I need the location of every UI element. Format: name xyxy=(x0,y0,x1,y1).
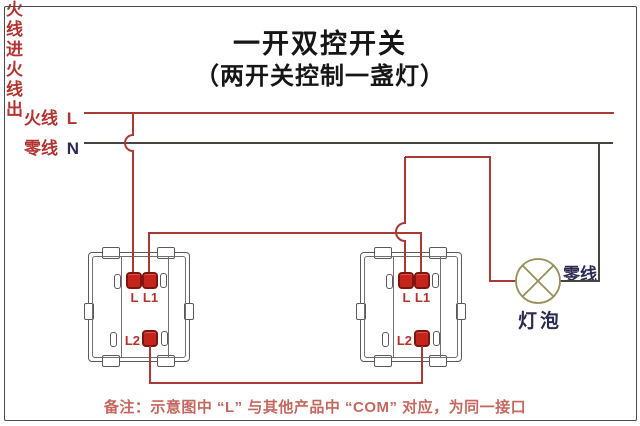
footnote: 备注：示意图中 “L” 与其他产品中 “COM” 对应，为同一接口 xyxy=(103,399,527,416)
neutral-wire-symbol: N xyxy=(66,139,80,158)
terminal-L2-label: L2 xyxy=(396,333,412,348)
title-line-2: （两开关控制一盏灯） xyxy=(195,63,445,90)
side-notch xyxy=(184,303,194,320)
side-notch xyxy=(456,303,466,320)
module-divider xyxy=(168,257,169,357)
module-divider xyxy=(121,257,122,357)
live-in-label: 火线进 xyxy=(3,0,22,60)
side-notch xyxy=(356,303,366,320)
switch-1: L L1 L2 xyxy=(84,247,194,367)
terminal-L1 xyxy=(414,272,430,289)
mounting-ear xyxy=(102,355,120,367)
screw-slot xyxy=(160,273,167,288)
lamp-icon xyxy=(515,258,561,304)
screw-slot xyxy=(432,273,439,288)
terminal-L1-label: L1 xyxy=(414,290,431,305)
terminal-L2 xyxy=(414,330,430,347)
screw-slot xyxy=(110,332,117,347)
module-divider xyxy=(440,257,441,357)
switch-module-outline xyxy=(92,256,186,358)
switch-2: L L1 L2 xyxy=(356,247,466,367)
terminal-L xyxy=(398,272,414,289)
diagram-title: 一开双控开关 （两开关控制一盏灯） xyxy=(0,28,640,92)
terminal-L2 xyxy=(142,330,158,347)
lamp-label: 灯泡 xyxy=(518,311,563,332)
mounting-ear xyxy=(429,355,447,367)
screw-slot xyxy=(386,274,393,289)
terminal-L1 xyxy=(142,272,158,289)
lamp-neutral-label: 零线 xyxy=(563,265,597,284)
live-in-wire xyxy=(124,113,134,272)
terminal-L-label: L xyxy=(130,290,139,305)
neutral-wire-name: 零线 xyxy=(24,139,58,158)
terminal-L1-label: L1 xyxy=(142,290,159,305)
screw-slot xyxy=(114,274,121,289)
neutral-wire-label: 零线 N xyxy=(24,134,79,159)
live-wire-name: 火线 xyxy=(24,109,58,128)
live-out-label: 火线出 xyxy=(3,60,22,120)
terminal-L2-label: L2 xyxy=(124,333,140,348)
live-wire-label: 火线 L xyxy=(24,104,77,129)
screw-slot xyxy=(382,332,389,347)
screw-slot xyxy=(161,331,168,346)
title-line-1: 一开双控开关 xyxy=(233,29,407,59)
live-wire-symbol: L xyxy=(66,109,78,128)
terminal-L-label: L xyxy=(402,290,411,305)
side-notch xyxy=(84,303,94,320)
module-divider xyxy=(393,257,394,357)
screw-slot xyxy=(433,331,440,346)
terminal-L xyxy=(126,272,142,289)
